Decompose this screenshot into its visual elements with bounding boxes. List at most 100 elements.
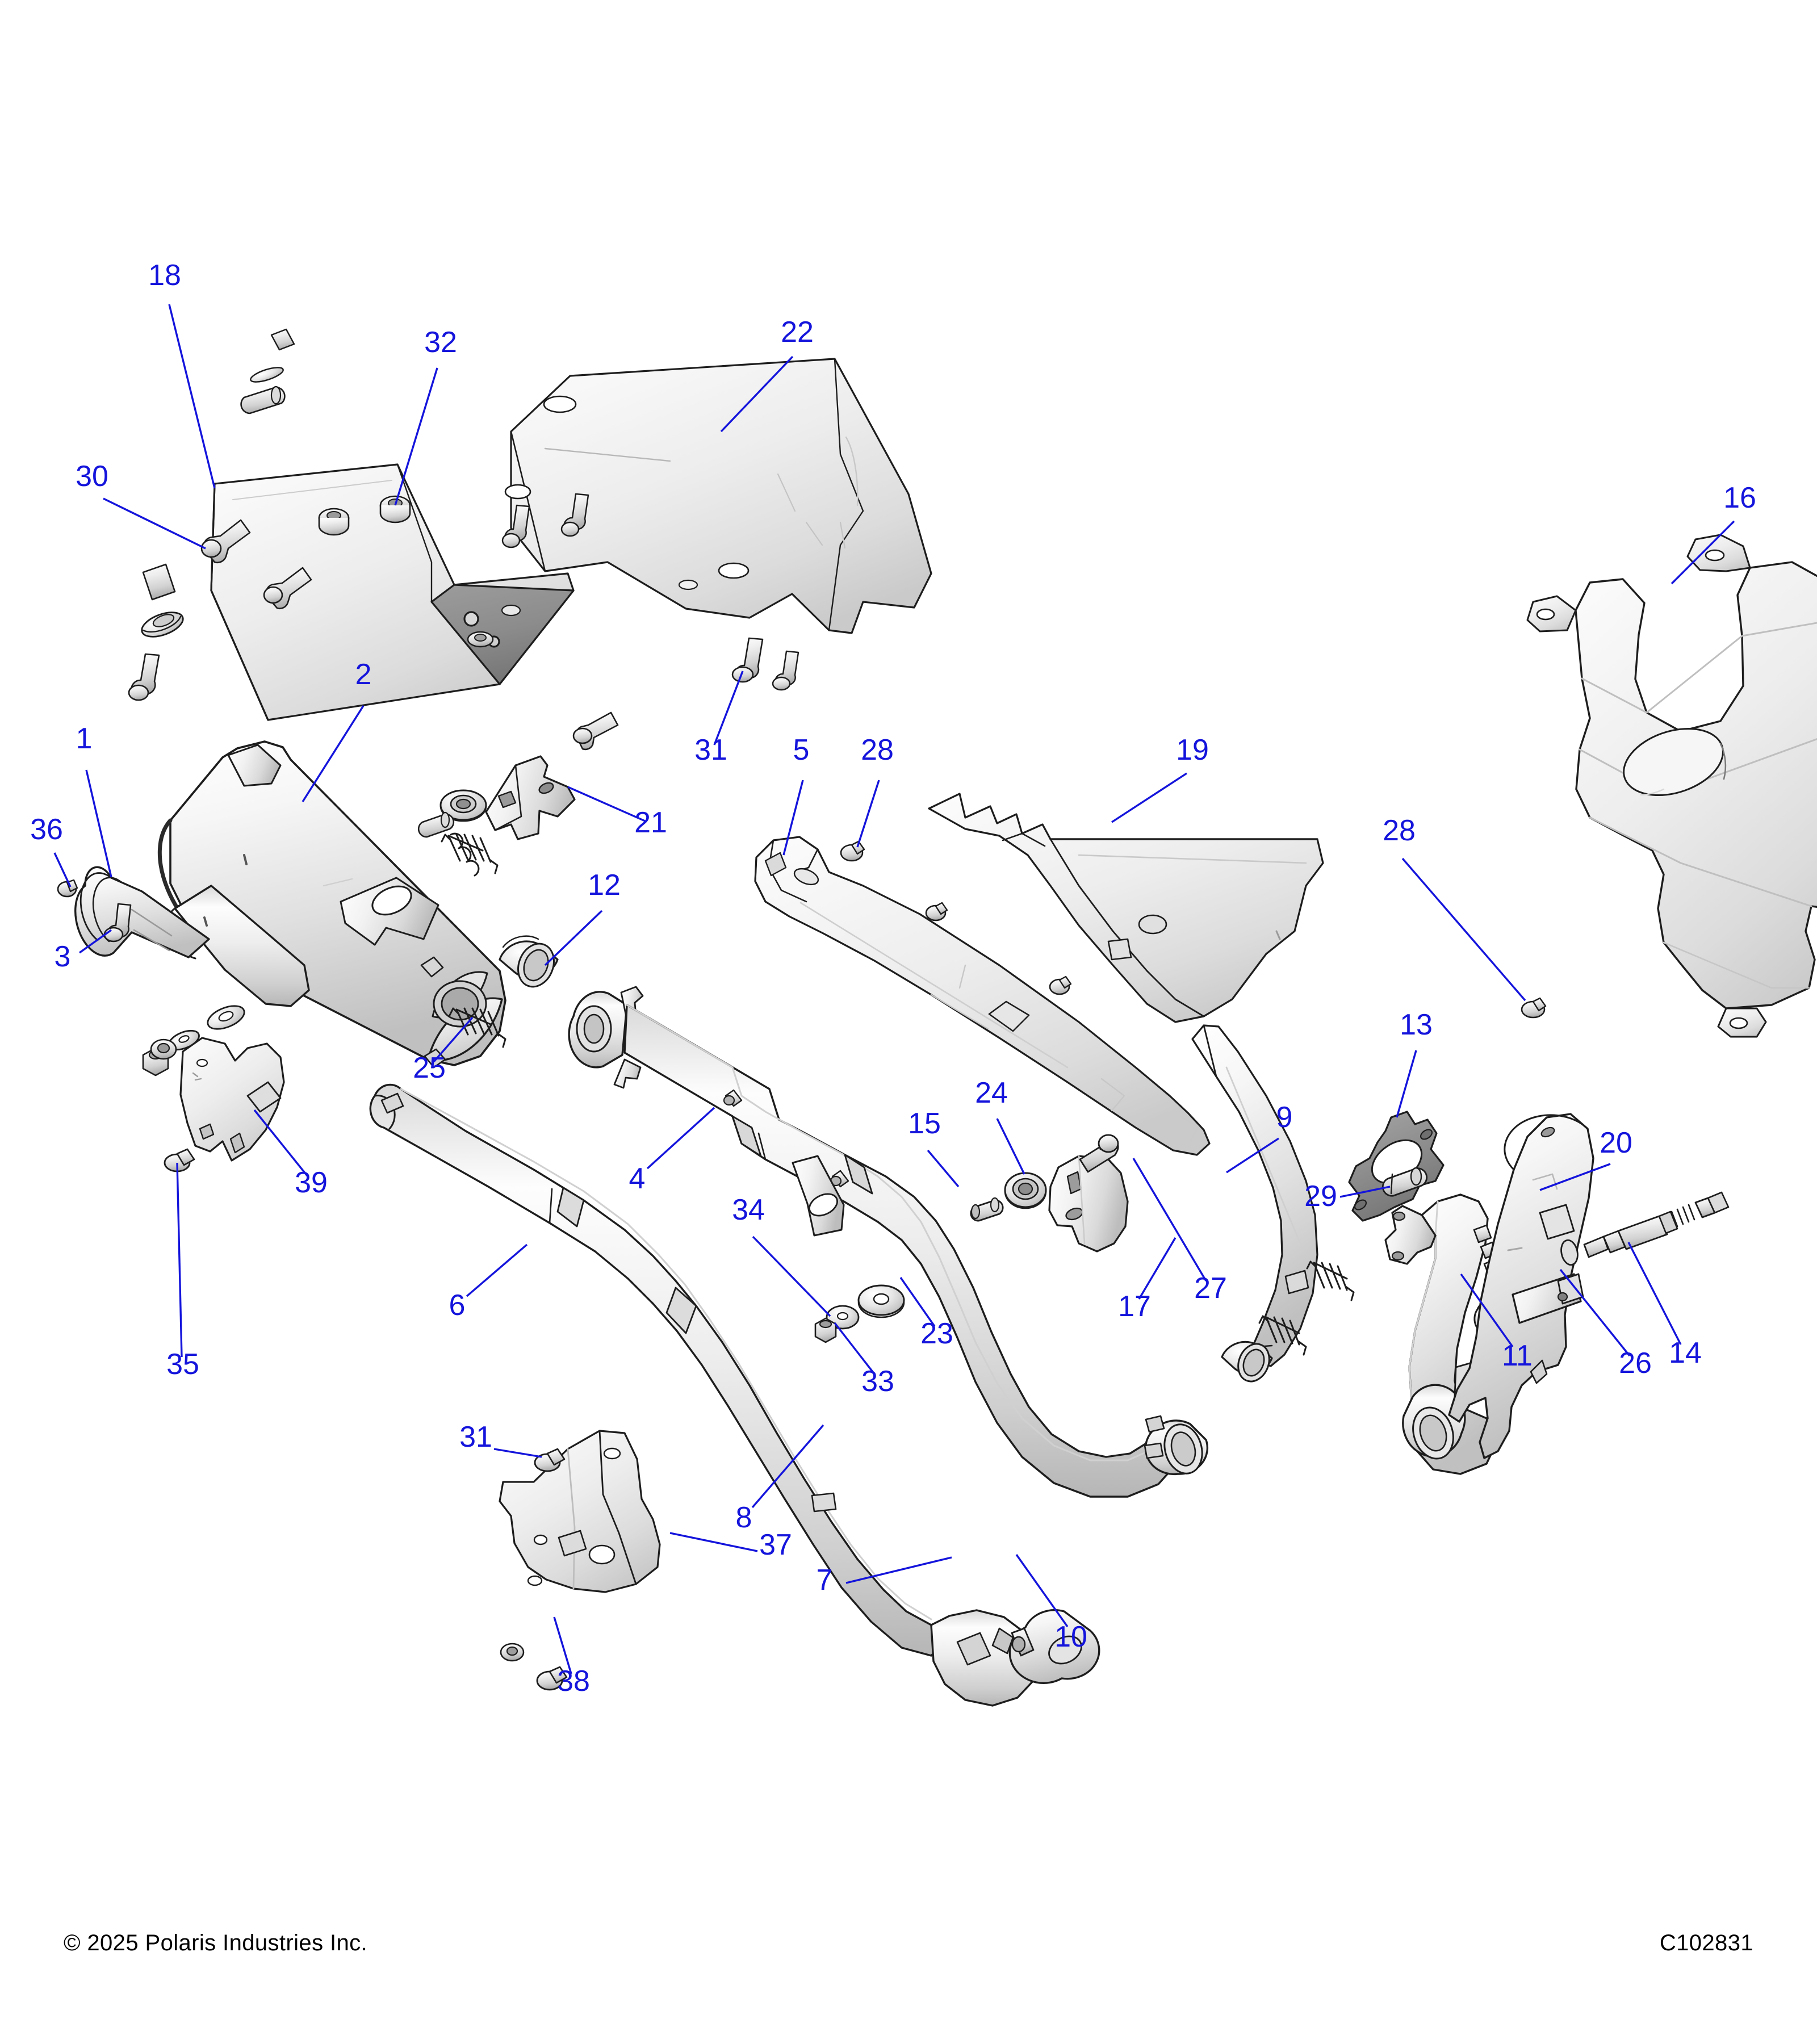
part-19-heat-shield-center: [928, 793, 1324, 1023]
part-27-shoulder-bolt: [1079, 1134, 1119, 1173]
part-3-muffler-screw: [103, 903, 132, 943]
callout-number-27[interactable]: 27: [1194, 1272, 1227, 1305]
callout-number-13[interactable]: 13: [1400, 1008, 1433, 1041]
callout-number-14[interactable]: 14: [1669, 1337, 1702, 1369]
callout-number-31[interactable]: 31: [694, 734, 727, 767]
copyright-notice: © 2025 Polaris Industries Inc.: [64, 1930, 368, 1955]
part-37-mount-bracket-lower: [499, 1430, 661, 1593]
callout-leader-12: [544, 910, 603, 966]
pipe-clamp-a: [723, 1089, 743, 1107]
callout-leader-23: [899, 1277, 936, 1327]
bolt-lower-a: [263, 567, 312, 609]
callout-number-39[interactable]: 39: [295, 1166, 328, 1199]
callout-leader-11: [1460, 1274, 1514, 1347]
callout-leader-20: [1539, 1163, 1611, 1191]
callout-number-34[interactable]: 34: [732, 1193, 765, 1226]
part-4-exhaust-pipe-front: [568, 986, 1209, 1498]
callout-leader-15: [927, 1149, 960, 1188]
callout-number-4[interactable]: 4: [629, 1162, 646, 1195]
callout-number-21[interactable]: 21: [634, 806, 667, 839]
callout-number-26[interactable]: 26: [1619, 1347, 1652, 1380]
callout-number-16[interactable]: 16: [1723, 481, 1756, 514]
callout-number-8[interactable]: 8: [736, 1501, 752, 1534]
callout-leader-4: [646, 1107, 715, 1170]
part-28-shield-screw-right: [1521, 997, 1547, 1019]
callout-number-7[interactable]: 7: [817, 1564, 833, 1597]
part-31-push-rivet-top: [731, 637, 764, 683]
callout-number-19[interactable]: 19: [1176, 734, 1209, 767]
part-24-rubber-grommet: [1004, 1172, 1047, 1209]
part-25-spring-manifold-a: [1306, 1260, 1355, 1301]
callout-number-11[interactable]: 11: [1502, 1339, 1533, 1372]
callout-number-15[interactable]: 15: [908, 1107, 941, 1140]
callout-leader-19: [1111, 772, 1187, 823]
callout-number-2[interactable]: 2: [355, 658, 372, 691]
callout-number-35[interactable]: 35: [166, 1348, 199, 1381]
callout-leader-31: [713, 671, 744, 745]
grommet-bracket-21: [439, 789, 487, 822]
callout-number-37[interactable]: 37: [759, 1528, 792, 1561]
callout-leader-17: [1138, 1237, 1177, 1300]
callout-number-31[interactable]: 31: [459, 1421, 492, 1454]
callout-leader-13: [1396, 1050, 1417, 1118]
callout-leader-14: [1627, 1242, 1682, 1345]
callout-leader-8: [751, 1424, 824, 1509]
callout-leader-38: [553, 1616, 572, 1674]
callout-number-36[interactable]: 36: [30, 813, 63, 846]
screw-shield-low: [1049, 975, 1072, 995]
callout-number-28[interactable]: 28: [861, 734, 894, 767]
callout-number-18[interactable]: 18: [148, 259, 181, 292]
callout-leader-32: [394, 367, 438, 506]
callout-leader-2: [302, 705, 365, 802]
callout-number-12[interactable]: 12: [588, 869, 621, 902]
callout-leader-6: [466, 1243, 528, 1297]
callout-number-3[interactable]: 3: [55, 940, 71, 973]
part-32-shield-nut-a: [318, 508, 350, 536]
part-22-heat-shield-top: [504, 358, 932, 634]
part-21-muffler-bracket: [485, 755, 576, 840]
callout-number-38[interactable]: 38: [557, 1665, 590, 1698]
part-39-shield-bracket: [179, 1037, 285, 1162]
part-32-shield-nut-b: [379, 495, 411, 523]
callout-leader-31: [493, 1448, 542, 1458]
callout-number-1[interactable]: 1: [76, 722, 93, 755]
callout-leader-39: [253, 1109, 309, 1178]
callout-number-17[interactable]: 17: [1118, 1290, 1151, 1323]
part-34-small-washer: [826, 1305, 860, 1330]
callout-number-23[interactable]: 23: [920, 1317, 953, 1350]
callout-number-20[interactable]: 20: [1600, 1126, 1632, 1159]
callout-number-25[interactable]: 25: [413, 1052, 446, 1084]
callout-leader-28: [856, 780, 880, 848]
part-33-lock-nut: [814, 1317, 837, 1343]
callout-number-5[interactable]: 5: [793, 734, 810, 767]
callout-leader-35: [176, 1162, 183, 1358]
callout-number-9[interactable]: 9: [1276, 1101, 1293, 1134]
callout-number-28[interactable]: 28: [1383, 814, 1416, 847]
callout-leader-21: [567, 786, 646, 822]
callout-number-33[interactable]: 33: [861, 1365, 894, 1398]
callout-number-24[interactable]: 24: [975, 1077, 1008, 1109]
callout-leader-24: [996, 1118, 1025, 1175]
part-25-spring-manifold-b: [1258, 1315, 1307, 1356]
callout-number-29[interactable]: 29: [1304, 1180, 1337, 1213]
part-31-push-rivet-lower: [534, 1448, 566, 1472]
callout-leader-16: [1671, 520, 1735, 585]
callout-number-10[interactable]: 10: [1054, 1620, 1087, 1653]
callout-leader-18: [168, 304, 216, 489]
bolt-22-b: [560, 493, 589, 537]
callout-leader-9: [1226, 1137, 1279, 1174]
bolt-above-bracket-21: [572, 711, 619, 751]
callout-number-32[interactable]: 32: [424, 326, 457, 359]
callout-number-22[interactable]: 22: [781, 316, 814, 349]
callout-number-6[interactable]: 6: [449, 1289, 466, 1322]
callout-number-30[interactable]: 30: [76, 460, 108, 493]
hardware-under-muffler: [142, 1005, 245, 1077]
callout-leader-33: [834, 1322, 876, 1375]
callout-leader-36: [53, 852, 72, 887]
seal-ring-manifold: [1221, 1341, 1273, 1383]
part-5-pipe-heat-shield: [754, 836, 1211, 1156]
part-30-flange-bolt: [200, 519, 251, 564]
bolt-22-a: [501, 504, 530, 548]
callout-leader-10: [1015, 1554, 1069, 1627]
